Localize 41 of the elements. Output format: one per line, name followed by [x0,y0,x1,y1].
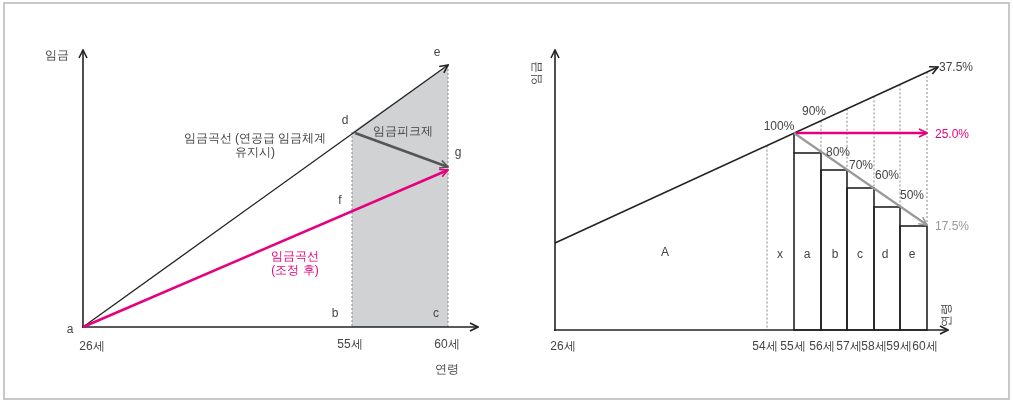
point-label: c [433,306,439,320]
area-label: x [777,247,783,261]
tick-label: 59세 [886,339,912,353]
percent-label: 80% [826,145,850,159]
percent-label: 25.0% [935,127,969,141]
tick-label: 55세 [337,337,363,351]
axis-label: 연령 [939,303,953,327]
area-label: A [661,245,669,259]
tick-label: 60세 [912,339,938,353]
percent-label: 50% [900,188,924,202]
point-label: d [341,113,349,127]
point-label: g [454,145,462,159]
point-label: e [433,45,441,59]
percent-label: 90% [802,104,826,118]
percent-label: 100% [763,119,795,133]
axis-label: 연령 [435,362,459,376]
area-label: e [908,247,916,261]
tick-label: 26세 [550,339,576,353]
percent-label: 17.5% [935,219,969,233]
percent-label: 37.5% [939,60,973,74]
point-label: b [331,306,339,320]
area-label: c [857,247,863,261]
tick-label: 60세 [434,337,460,351]
tick-label: 58세 [861,339,887,353]
point-label: a [66,322,74,336]
axis-label: 임금 [529,61,543,85]
percent-label: 70% [849,158,873,172]
point-label: f [338,193,342,207]
area-label: a [803,247,811,261]
curve-label: 임금피크제 [373,124,433,138]
tick-label: 56세 [809,339,835,353]
percent-label: 60% [875,168,899,182]
axis-label: 임금 [45,48,69,62]
curve-label: 임금곡선 (연공급 임금체계 유지시) [182,131,328,159]
curve-label: 임금곡선 (조정 후) [270,249,320,277]
tick-label: 26세 [79,339,105,353]
area-label: d [881,247,889,261]
area-label: b [831,247,839,261]
tick-label: 55세 [780,339,806,353]
tick-label: 57세 [836,339,862,353]
tick-label: 54세 [752,339,778,353]
